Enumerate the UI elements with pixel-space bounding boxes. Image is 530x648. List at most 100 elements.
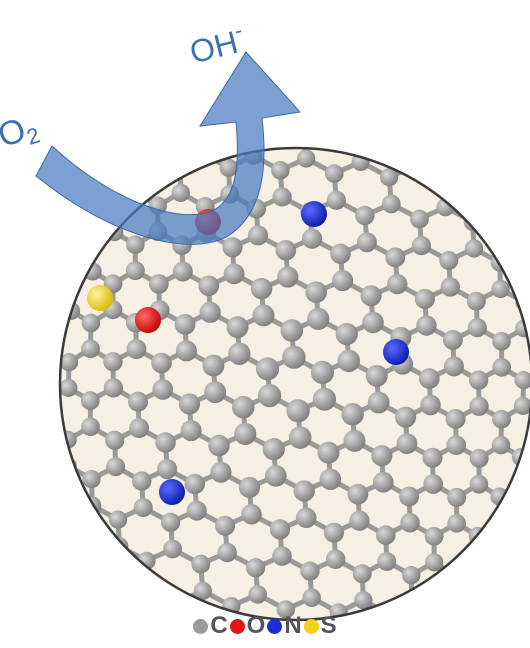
carbon-atom bbox=[419, 368, 440, 389]
legend-symbol: O bbox=[247, 612, 266, 640]
carbon-atom bbox=[134, 498, 153, 517]
carbon-atom bbox=[126, 339, 146, 359]
carbon-atom bbox=[468, 318, 487, 337]
carbon-atom bbox=[362, 312, 383, 333]
carbon-atom bbox=[286, 399, 309, 422]
carbon-atom bbox=[377, 552, 396, 571]
carbon-atom bbox=[149, 274, 169, 294]
bond bbox=[76, 235, 93, 246]
carbon-atom bbox=[252, 304, 274, 326]
legend-symbol: N bbox=[284, 612, 301, 640]
carbon-atom bbox=[420, 395, 441, 416]
bond bbox=[500, 250, 524, 263]
carbon-atom bbox=[313, 388, 336, 411]
bond bbox=[524, 289, 530, 302]
carbon-atom bbox=[256, 357, 279, 380]
carbon-atom bbox=[443, 330, 463, 350]
carbon-atom bbox=[258, 384, 281, 407]
bond bbox=[498, 522, 515, 533]
carbon-atom bbox=[469, 397, 488, 416]
legend-dot bbox=[304, 619, 319, 634]
carbon-atom bbox=[210, 462, 231, 483]
legend-item-o: O bbox=[230, 612, 266, 640]
carbon-atom bbox=[444, 356, 464, 376]
carbon-atom bbox=[294, 480, 315, 501]
carbon-atom bbox=[469, 370, 488, 389]
bond bbox=[94, 546, 119, 558]
carbon-atom bbox=[325, 164, 344, 183]
carbon-atom bbox=[152, 379, 173, 400]
carbon-atom bbox=[425, 553, 443, 571]
carbon-atom bbox=[387, 274, 407, 294]
carbon-atom bbox=[81, 391, 100, 410]
carbon-atom bbox=[128, 392, 148, 412]
carbon-atom bbox=[157, 459, 177, 479]
carbon-atom bbox=[423, 474, 443, 494]
carbon-atom bbox=[492, 410, 511, 429]
carbon-atom bbox=[336, 323, 358, 345]
carbon-atom bbox=[234, 423, 256, 445]
carbon-atom bbox=[385, 247, 405, 267]
carbon-atom bbox=[305, 281, 327, 303]
carbon-atom bbox=[491, 280, 509, 298]
carbon-atom bbox=[467, 292, 486, 311]
carbon-atom bbox=[360, 285, 381, 306]
carbon-atom bbox=[195, 145, 213, 163]
carbon-atom bbox=[246, 558, 265, 577]
legend-item-s: S bbox=[304, 612, 337, 640]
carbon-atom bbox=[241, 504, 262, 525]
carbon-atom bbox=[203, 355, 225, 377]
carbon-atom bbox=[320, 469, 341, 490]
carbon-atom bbox=[172, 184, 190, 202]
carbon-atom bbox=[41, 342, 59, 360]
carbon-atom bbox=[415, 289, 435, 309]
carbon-atom bbox=[447, 514, 466, 533]
carbon-atom bbox=[172, 158, 190, 176]
carbon-atom bbox=[132, 471, 151, 490]
legend-dot bbox=[193, 619, 208, 634]
carbon-atom bbox=[263, 438, 285, 460]
carbon-atom bbox=[382, 194, 401, 213]
carbon-atom bbox=[366, 365, 388, 387]
carbon-atom bbox=[239, 477, 260, 498]
carbon-atom bbox=[368, 392, 390, 414]
carbon-atom bbox=[296, 507, 317, 528]
carbon-atom bbox=[441, 277, 460, 296]
carbon-atom bbox=[222, 237, 242, 257]
carbon-atom bbox=[200, 302, 221, 323]
bond bbox=[180, 154, 203, 167]
carbon-atom bbox=[270, 519, 290, 539]
bond bbox=[46, 401, 47, 427]
carbon-atom bbox=[302, 588, 321, 607]
carbon-atom bbox=[59, 379, 77, 397]
oxygen-atom bbox=[135, 307, 161, 333]
bond bbox=[416, 166, 444, 181]
carbon-atom bbox=[376, 525, 396, 545]
carbon-atom bbox=[271, 161, 290, 180]
carbon-atom bbox=[317, 442, 339, 464]
carbon-atom bbox=[248, 585, 267, 604]
carbon-atom bbox=[403, 592, 421, 610]
carbon-atom bbox=[492, 436, 511, 455]
carbon-atom bbox=[204, 381, 226, 403]
carbon-atom bbox=[465, 239, 483, 257]
carbon-atom bbox=[407, 157, 425, 175]
nitrogen-atom bbox=[383, 339, 409, 365]
nitrogen-atom bbox=[159, 479, 185, 505]
carbon-atom bbox=[422, 448, 442, 468]
carbon-atom bbox=[126, 235, 145, 254]
bond bbox=[473, 210, 498, 222]
carbon-atom bbox=[106, 457, 125, 476]
carbon-atom bbox=[168, 594, 186, 612]
sulfur-atom bbox=[87, 285, 113, 311]
carbon-atom bbox=[277, 266, 298, 287]
carbon-atom bbox=[248, 225, 268, 245]
nitrogen-atom bbox=[301, 201, 327, 227]
carbon-atom bbox=[397, 433, 418, 454]
carbon-atom bbox=[371, 445, 392, 466]
carbon-atom bbox=[224, 263, 245, 284]
carbon-atom bbox=[446, 409, 466, 429]
carbon-atom bbox=[297, 149, 315, 167]
